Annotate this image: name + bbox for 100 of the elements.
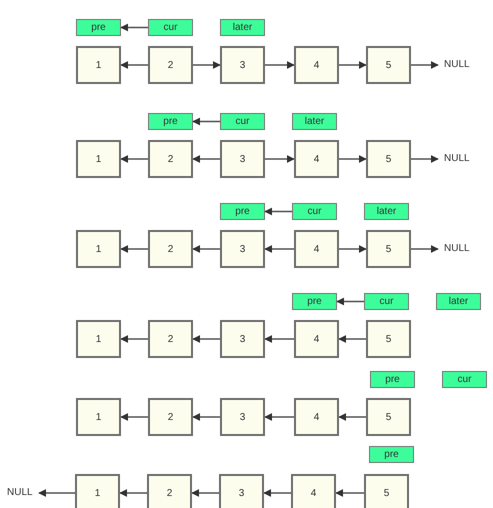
node-label: pre (235, 206, 250, 217)
arrow (192, 245, 220, 253)
pointer-box (436, 293, 481, 310)
pointer-box (148, 113, 193, 130)
list-node-box (220, 140, 265, 178)
node-label: cur (164, 22, 178, 33)
arrow (192, 155, 220, 163)
arrow (339, 61, 367, 69)
node-label: 5 (386, 60, 392, 70)
list-node-box (219, 474, 264, 508)
node-label: NULL (444, 243, 470, 254)
node-label: later (232, 22, 252, 33)
list-node-box (220, 230, 265, 268)
arrow (120, 24, 148, 32)
node-label: pre (163, 116, 178, 127)
node-label: NULL (444, 59, 470, 70)
list-node-box (76, 320, 121, 358)
node-label: 1 (96, 60, 102, 70)
arrow (191, 489, 219, 497)
list-node-box (366, 140, 411, 178)
arrow (120, 413, 148, 421)
node-label: 3 (240, 244, 246, 254)
pointer-box (364, 203, 409, 220)
list-node-box (366, 320, 411, 358)
list-node-box (364, 474, 409, 508)
list-node-box (294, 320, 339, 358)
arrow (193, 61, 221, 69)
arrow (120, 335, 148, 343)
arrow (120, 61, 148, 69)
node-label: cur (380, 296, 394, 307)
list-node-box (294, 46, 339, 84)
arrow (338, 335, 366, 343)
arrow (411, 61, 439, 69)
node-label: cur (236, 116, 250, 127)
list-node-box (291, 474, 336, 508)
arrow (335, 489, 364, 497)
node-label: 2 (168, 244, 174, 254)
arrow (264, 335, 294, 343)
pointer-box (220, 113, 265, 130)
node-label: 1 (94, 488, 100, 498)
list-node-box (294, 398, 339, 436)
arrow (264, 245, 294, 253)
list-node-box (366, 46, 411, 84)
pointer-box (148, 19, 193, 36)
list-node-box (148, 398, 193, 436)
arrow (192, 118, 220, 126)
node-label: NULL (7, 487, 33, 498)
node-label: later (304, 116, 324, 127)
node-label: 3 (238, 488, 244, 498)
arrow (265, 61, 295, 69)
list-node-box (294, 230, 339, 268)
node-label: 1 (96, 334, 102, 344)
node-label: later (376, 206, 396, 217)
pointer-box (76, 19, 121, 36)
node-label: pre (307, 296, 322, 307)
pointer-box (370, 371, 415, 388)
arrow (338, 413, 366, 421)
node-label: 2 (166, 488, 172, 498)
node-label: later (448, 296, 468, 307)
arrow (264, 208, 292, 216)
node-label: 4 (314, 412, 320, 422)
arrow (339, 245, 367, 253)
list-node-box (366, 230, 411, 268)
pointer-box (292, 293, 337, 310)
node-label: 5 (386, 154, 392, 164)
node-label: 4 (314, 154, 320, 164)
pointer-box (292, 113, 337, 130)
node-label: 3 (240, 412, 246, 422)
list-node-box (148, 46, 193, 84)
node-label: 3 (240, 334, 246, 344)
node-label: pre (91, 22, 106, 33)
list-node-box (294, 140, 339, 178)
node-label: 5 (384, 488, 390, 498)
node-label: 4 (314, 60, 320, 70)
arrow (120, 245, 148, 253)
list-node-box (220, 46, 265, 84)
node-label: 4 (314, 244, 320, 254)
arrow (263, 489, 291, 497)
list-node-box (148, 140, 193, 178)
list-node-box (148, 230, 193, 268)
node-label: 5 (386, 412, 392, 422)
node-label: cur (308, 206, 322, 217)
list-node-box (76, 230, 121, 268)
list-node-box (76, 140, 121, 178)
node-label: 4 (314, 334, 320, 344)
node-label: 3 (240, 60, 246, 70)
list-node-box (220, 398, 265, 436)
node-label: 2 (168, 154, 174, 164)
list-node-box (75, 474, 120, 508)
pointer-box (369, 446, 414, 463)
node-label: 1 (96, 412, 102, 422)
arrow (192, 335, 220, 343)
node-label: 4 (310, 488, 316, 498)
node-label: 2 (168, 60, 174, 70)
node-label: 1 (96, 244, 102, 254)
node-label: NULL (444, 153, 470, 164)
node-label: 2 (168, 334, 174, 344)
node-label: 1 (96, 154, 102, 164)
arrow (119, 489, 147, 497)
arrow (120, 155, 148, 163)
